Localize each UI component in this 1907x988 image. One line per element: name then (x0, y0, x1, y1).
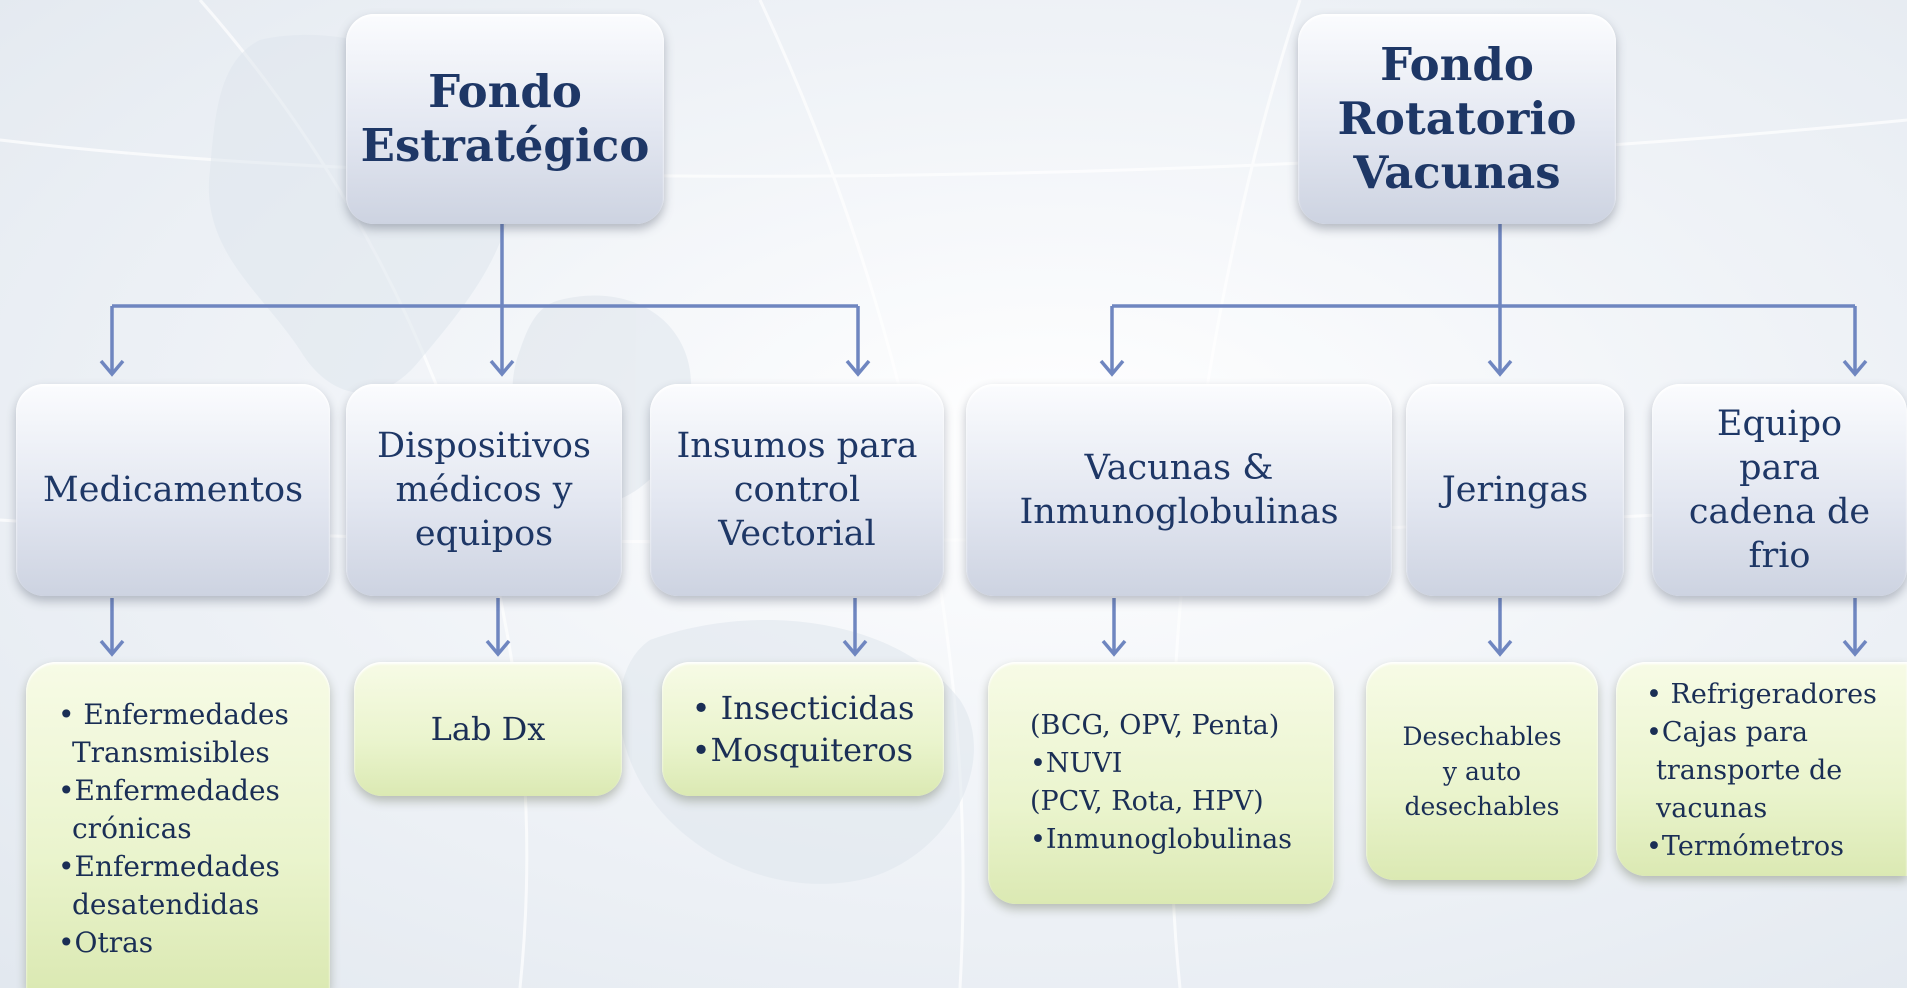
arrowhead-medicamentos-leaf (99, 639, 125, 657)
connector-rotatorio-branch (1110, 304, 1857, 372)
arrowhead-equipo-leaf (1842, 639, 1868, 657)
arrowhead-jeringas (1487, 359, 1513, 377)
arrowhead-equipo (1842, 359, 1868, 377)
leaf-equipo: • Refrigeradores •Cajas para transporte … (1616, 662, 1907, 876)
arrowhead-dispositivos-leaf (485, 639, 511, 657)
fondo-estrategico-node: Fondo Estratégico (346, 14, 664, 224)
category-dispositivos: Dispositivos médicos y equipos (346, 384, 622, 596)
category-vacunas: Vacunas & Inmunoglobulinas (966, 384, 1392, 596)
category-medicamentos: Medicamentos (16, 384, 330, 596)
arrowhead-dispositivos (489, 359, 515, 377)
category-insumos: Insumos para control Vectorial (650, 384, 944, 596)
connector-estrategico-branch (110, 304, 860, 372)
arrowhead-insumos-leaf (842, 639, 868, 657)
arrowhead-jeringas-leaf (1487, 639, 1513, 657)
leaf-vacunas: (BCG, OPV, Penta) •NUVI (PCV, Rota, HPV)… (988, 662, 1334, 904)
fondo-rotatorio-node: Fondo Rotatorio Vacunas (1298, 14, 1616, 224)
arrowhead-vacunas-leaf (1101, 639, 1127, 657)
leaf-insumos: • Insecticidas •Mosquiteros (662, 662, 944, 796)
leaf-medicamentos: • Enfermedades Transmisibles •Enfermedad… (26, 662, 330, 988)
category-jeringas: Jeringas (1406, 384, 1624, 596)
leaf-jeringas: Desechables y auto desechables (1366, 662, 1598, 880)
fondo-rotatorio-title: Fondo Rotatorio Vacunas (1337, 38, 1577, 199)
leaf-dispositivos: Lab Dx (354, 662, 622, 796)
arrowhead-insumos (845, 359, 871, 377)
arrowhead-medicamentos (99, 359, 125, 377)
arrowhead-vacunas (1099, 359, 1125, 377)
fondo-estrategico-title: Fondo Estratégico (360, 65, 650, 172)
category-equipo: Equipo para cadena de frio (1652, 384, 1907, 596)
